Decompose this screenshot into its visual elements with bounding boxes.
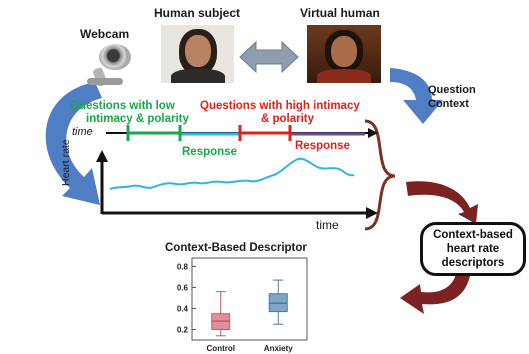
question-context-label: Question Context	[428, 84, 476, 110]
virtual-human-label: Virtual human	[300, 6, 380, 20]
human-subject-photo	[161, 25, 234, 83]
y-tick-label-2: 0.6	[177, 283, 189, 292]
response-label-2: Response	[295, 140, 350, 152]
context-descriptors-box: Context-based heart rate descriptors	[420, 222, 526, 276]
chart-title: Context-Based Descriptor	[165, 242, 307, 254]
webcam-label: Webcam	[80, 27, 130, 41]
hr-x-arrowhead	[366, 207, 378, 219]
blue-curved-arrow-right	[390, 68, 443, 124]
time-label-top: time	[72, 126, 93, 138]
human-subject-label: Human subject	[154, 6, 241, 20]
x-tick-label-anxiety: Anxiety	[264, 344, 293, 353]
y-tick-label-1: 0.4	[177, 304, 189, 313]
y-tick-label-3: 0.8	[177, 262, 189, 271]
time-label-bottom: time	[316, 218, 339, 232]
webcam-image	[87, 44, 137, 86]
heart-rate-trace	[109, 157, 355, 190]
x-tick-label-control: Control	[207, 344, 235, 353]
response-label-1: Response	[182, 146, 237, 158]
virtual-human-photo	[307, 25, 381, 83]
hr-y-arrowhead	[96, 150, 108, 162]
blue-curved-arrow-left	[45, 82, 102, 205]
heart-rate-label: Heart rate	[60, 139, 72, 186]
gray-double-arrow	[239, 40, 299, 74]
dark-red-arrow-top	[406, 181, 478, 224]
timeline-axis-arrowhead	[368, 128, 378, 138]
high-intimacy-questions-label: Questions with high intimacy & polarity	[200, 100, 360, 125]
plot-frame	[191, 257, 308, 341]
low-intimacy-questions-label: Questions with low intimacy & polarity	[70, 100, 189, 125]
y-tick-label-0: 0.2	[177, 325, 189, 334]
dark-red-arrow-bottom	[400, 274, 470, 314]
